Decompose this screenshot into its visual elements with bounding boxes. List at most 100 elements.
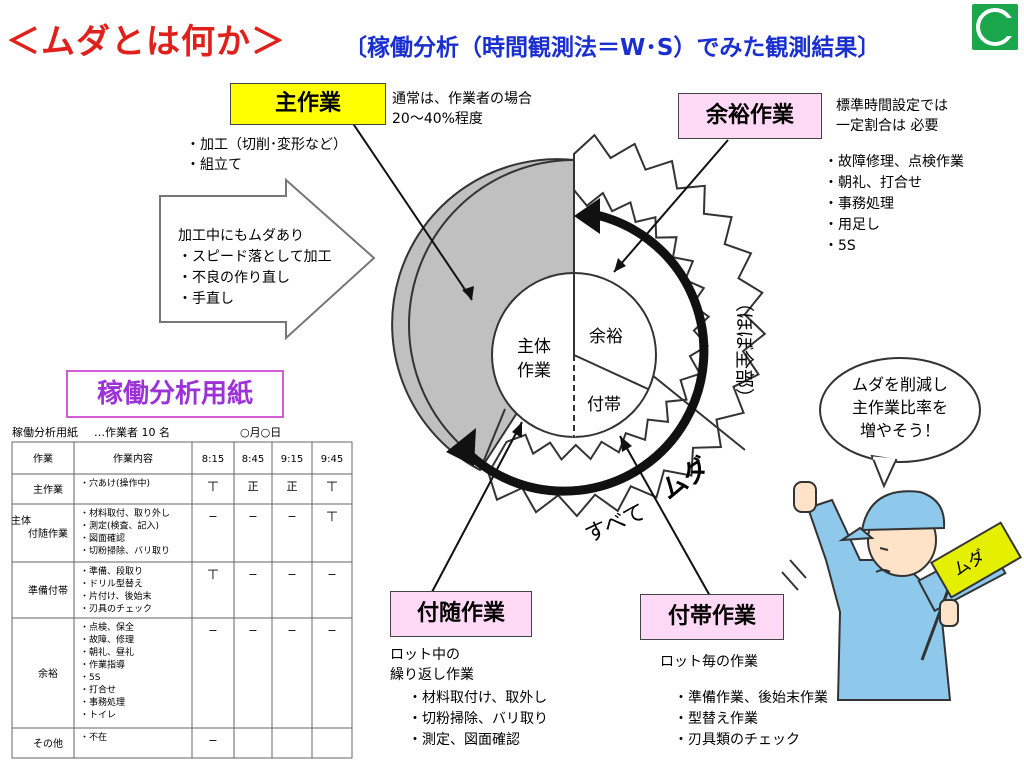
worksheet-mark: −: [287, 510, 296, 523]
muda-in-processing-text: 加工中にもムダあり ・スピード落として加工 ・不良の作り直し ・手直し: [178, 226, 332, 310]
worksheet-item: ・故障、修理: [80, 634, 134, 646]
analysis-form-heading: 稼働分析用紙: [66, 370, 284, 418]
worksheet-header-cell: 8:45: [242, 454, 264, 465]
worksheet-title: 稼働分析用紙: [12, 426, 78, 439]
worksheet-item: ・測定(検査、記入): [80, 520, 159, 532]
speech-bubble: [819, 357, 981, 463]
cycle-arrow: [456, 209, 709, 496]
pointer-main-work: [351, 121, 473, 301]
worksheet-group-label: 余裕: [38, 667, 58, 680]
allowance-items: ・故障修理、点検作業 ・朝礼、打合せ ・事務処理 ・用足し ・5S: [824, 152, 964, 257]
worksheet-mark: −: [327, 568, 336, 581]
incidental-work-label: 付随作業: [390, 591, 532, 637]
worksheet-item: ・点検、保全: [80, 621, 134, 633]
kgk-logo: KGK: [972, 4, 1018, 50]
main-work-item: ・加工（切削･変形など）: [186, 137, 347, 153]
attached-item: ・型替え作業: [674, 711, 758, 727]
allowance-item: ・故障修理、点検作業: [824, 154, 964, 170]
worksheet-mark: 丅: [208, 568, 219, 581]
allowance-work-label: 余裕作業: [678, 93, 822, 139]
incidental-item: ・測定、図面確認: [408, 732, 520, 748]
attached-item: ・準備作業、後始末作業: [674, 690, 828, 706]
worksheet-date: ○月○日: [240, 426, 282, 439]
main-work-item: ・組立て: [186, 157, 242, 173]
worksheet-mark: 正: [248, 480, 259, 493]
worksheet-mark: −: [208, 734, 217, 747]
worksheet-header-cell: 作業内容: [113, 452, 153, 465]
main-work-items: ・加工（切削･変形など） ・組立て: [186, 135, 347, 175]
worksheet-group-label: 付随作業: [28, 527, 68, 540]
worksheet-item: ・材料取付、取り外し: [80, 507, 170, 519]
worksheet-item: ・トイレ: [80, 711, 116, 721]
inner-allowance-label: 余裕: [589, 327, 623, 347]
pointer-attached: [619, 435, 711, 597]
worksheet-mark: 丅: [327, 480, 338, 493]
motion-line-1: [789, 559, 807, 579]
cycle-arrowhead-bottom: [446, 428, 476, 466]
allowance-note-line: 標準時間設定では: [836, 98, 948, 114]
allowance-note: 標準時間設定では 一定割合は 必要: [836, 96, 948, 136]
divider-left: [479, 408, 506, 471]
cycle-arrowhead-top: [574, 198, 600, 234]
attached-note: ロット毎の作業: [660, 654, 758, 670]
page-subtitle: 〔稼働分析（時間観測法＝W･S）でみた観測結果〕: [344, 35, 881, 61]
worksheet-header-cell: 作業: [33, 452, 53, 465]
arrow-box-line: ・スピード落として加工: [178, 249, 332, 265]
worksheet-mark: −: [208, 510, 217, 523]
main-work-note-line: 通常は、作業者の場合: [392, 91, 532, 107]
hollow-arrow-shape: [159, 177, 376, 341]
arrow-box-line: 加工中にもムダあり: [178, 228, 304, 244]
worksheet-item: ・準備、段取り: [80, 565, 143, 577]
worksheet-group-label: 準備付帯: [28, 584, 68, 597]
worksheet-group-label: 主作業: [33, 483, 63, 496]
motion-line-2: [781, 571, 799, 591]
muda-sign: ムダ: [929, 521, 1023, 599]
worksheet-frame: [11, 441, 353, 759]
speech-line-3: 増やそう！: [860, 421, 940, 440]
logo-text: KGK: [983, 22, 1010, 35]
ring-text-almost-all: （ほぼ全部）: [733, 293, 755, 407]
speech-line-2: 主作業比率を: [852, 398, 948, 417]
worksheet-group-main: 主体: [11, 515, 31, 527]
speech-line-1: ムダを削減し: [852, 375, 948, 394]
pointer-allowance: [613, 139, 729, 273]
logo-icon: KGK: [976, 8, 1014, 46]
worksheet-meta: …作業者 10 名: [94, 426, 170, 439]
worksheet-item: ・事務処理: [80, 696, 125, 708]
worksheet-item: ・打合せ: [80, 684, 116, 696]
worksheet-item: ・刃具のチェック: [80, 604, 152, 615]
worksheet-item: ・不在: [80, 731, 107, 743]
worksheet-mark: −: [248, 568, 257, 581]
main-work-note-line: 20〜40%程度: [392, 111, 483, 127]
inner-divider-right: [573, 354, 649, 390]
worker-illustration: [781, 481, 1007, 701]
worksheet-mark: −: [287, 568, 296, 581]
incidental-item: ・切粉掃除、バリ取り: [408, 711, 548, 727]
allowance-item: ・用足し: [824, 217, 880, 233]
inner-main-label-1: 主体: [517, 337, 551, 357]
inner-attached-label: 付帯: [587, 395, 621, 415]
pointer-incidental: [431, 421, 523, 593]
worksheet-item: ・穴あけ(操作中): [80, 477, 150, 489]
worksheet-item: ・ドリル型替え: [80, 578, 143, 590]
worksheet-item: ・作業指導: [80, 659, 125, 671]
worksheet-mark: −: [208, 624, 217, 637]
arrow-box-line: ・手直し: [178, 291, 234, 307]
attached-items: ・準備作業、後始末作業 ・型替え作業 ・刃具類のチェック: [674, 688, 828, 751]
attached-item: ・刃具類のチェック: [674, 732, 800, 748]
worksheet-mark: −: [287, 624, 296, 637]
arrow-box-line: ・不良の作り直し: [178, 270, 290, 286]
worksheet-mark: −: [248, 510, 257, 523]
incidental-items: ・材料取付け、取外し ・切粉掃除、バリ取り ・測定、図面確認: [408, 688, 548, 751]
worksheet-mark: −: [327, 624, 336, 637]
main-work-label: 主作業: [230, 83, 386, 125]
worksheet-mark: 丅: [327, 510, 338, 523]
allowance-item: ・5S: [824, 238, 856, 254]
worksheet-item: ・切粉掃除、バリ取り: [80, 545, 170, 557]
allowance-note-line: 一定割合は 必要: [836, 118, 939, 134]
page-title: ＜ムダとは何か＞: [6, 22, 286, 62]
worksheet-mark: 丅: [208, 480, 219, 493]
allowance-item: ・事務処理: [824, 196, 894, 212]
